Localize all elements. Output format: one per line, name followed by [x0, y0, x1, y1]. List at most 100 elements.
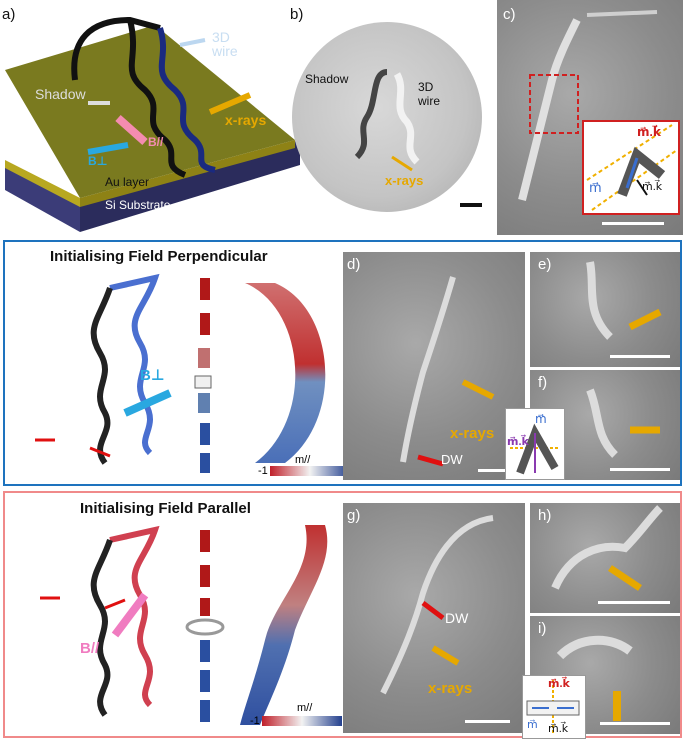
dw-arrow-g [421, 601, 445, 620]
wire-h [551, 505, 663, 591]
colorbar-title-par: m// [297, 702, 313, 714]
panel-letter-d: d) [347, 256, 361, 273]
micrograph-e [530, 252, 680, 367]
mk-arrow-c [636, 179, 648, 196]
scalebar-d [478, 469, 518, 472]
helix-c [518, 10, 658, 201]
zoom-box-c [529, 74, 579, 134]
panel-b: b) Shadow 3D wire x-rays [290, 0, 500, 235]
wire-shadow-path [71, 16, 187, 178]
wire-contrast-f [586, 388, 618, 458]
xray-dash-2 [591, 149, 678, 211]
wire-i [556, 635, 633, 721]
wire-contrast-i [556, 635, 633, 660]
panel-letter-f: f) [538, 374, 548, 391]
wire-contrast-g [380, 515, 494, 695]
perp-wire-blue [109, 273, 160, 456]
label-b-par: B// [80, 640, 100, 657]
label-mk-i-bottom: m⃗.k⃗ [548, 723, 569, 735]
xray-arrow-h [608, 565, 642, 591]
scalebar-f [610, 468, 670, 471]
label-b-perp: B⊥ [140, 367, 165, 384]
label-xrays-g: x-rays [428, 680, 473, 697]
label-mk-f: m⃗.k⃗ [507, 436, 529, 448]
panel-letter-e: e) [538, 256, 552, 273]
panel-letter-a: a) [2, 6, 16, 23]
red-pointer-right [89, 446, 111, 458]
title-perpendicular: Initialising Field Perpendicular [50, 248, 268, 265]
wire-segment-i [526, 700, 580, 716]
wire-e [586, 261, 662, 340]
wire-contrast-e [586, 261, 613, 340]
red-pointer-right-par [104, 598, 126, 610]
label-si-substrate: Si Substrate [105, 198, 171, 212]
label-m-f: m⃗ [535, 412, 547, 426]
wire-g [380, 515, 494, 695]
label-dw-g: DW [445, 610, 469, 626]
label-xrays-d: x-rays [450, 425, 495, 442]
inset-i-diagram [526, 680, 580, 733]
xray-arrow-a [208, 92, 252, 115]
panel-a: a) 3D wire Shadow x-rays B⊥ B// Au layer… [0, 0, 300, 235]
par-field-map [240, 525, 328, 725]
panel-letter-g: g) [347, 507, 361, 524]
label-au-layer: Au layer [105, 175, 150, 189]
colorbar-min-perp: -1 [258, 465, 268, 477]
label-3d-wire: 3D wire [212, 29, 238, 59]
scalebar-c [602, 222, 664, 225]
micrograph-d [343, 252, 525, 480]
panel-letter-b: b) [290, 6, 304, 23]
perp-wire-black [90, 287, 113, 465]
b-par-arrow-a [115, 115, 148, 145]
micrograph-h [530, 503, 680, 613]
au-side-right [80, 140, 295, 207]
panel-c: c) m⃗.k⃗ m⃗ m⃗.k⃗ [497, 0, 683, 235]
wire-path-b [393, 72, 420, 165]
colorbar-min-par: -1 [250, 715, 260, 727]
micrograph-wire [354, 69, 420, 172]
circular-micrograph [292, 22, 482, 212]
inset-f-diagram [510, 423, 560, 475]
label-xrays-b: x-rays [385, 173, 424, 188]
wire-segment-c [617, 146, 666, 197]
panel-letter-i: i) [538, 620, 547, 637]
label-m-c: m⃗ [589, 180, 602, 195]
xray-arrow-g [431, 645, 460, 666]
perp-field-map [245, 283, 326, 463]
label-dw-d: DW [441, 452, 463, 467]
shadow-path-b [354, 69, 388, 160]
b-perp-arrow [123, 389, 172, 417]
b-par-arrow [111, 592, 149, 638]
wire-f [586, 388, 660, 458]
substrate-illustration [5, 16, 300, 232]
xray-arrow-d [461, 379, 495, 400]
spin-column-perp [194, 278, 212, 473]
wire-contrast-c [518, 18, 581, 201]
label-shadow-a: Shadow [35, 86, 86, 102]
dw-arrow-d [417, 454, 444, 467]
label-m-i: m⃗ [527, 719, 538, 731]
wire-top-c [586, 10, 658, 17]
xray-arrow-b [391, 155, 413, 172]
wire-pointer-arrow [179, 38, 206, 47]
wire-contrast-d [400, 276, 456, 463]
wire-contrast-h [551, 505, 663, 590]
scalebar-h [598, 601, 670, 604]
scalebar-e [610, 355, 670, 358]
colorbar-title-perp: m// [295, 454, 311, 466]
label-xrays-a: x-rays [225, 112, 267, 128]
wire-d [400, 276, 495, 467]
par-model [40, 525, 328, 725]
colorbar-par [262, 716, 342, 726]
title-parallel: Initialising Field Parallel [80, 500, 251, 517]
wire-3d-path [157, 27, 216, 173]
si-substrate-side [80, 140, 300, 232]
si-substrate-left [5, 165, 80, 232]
panel-letter-h: h) [538, 507, 552, 524]
label-mk-c2: m⃗.k⃗ [642, 181, 663, 193]
panel-letter-c: c) [503, 6, 516, 23]
spin-column-par [185, 530, 225, 722]
label-mk-i-top: m⃗.k⃗ [548, 678, 570, 690]
xray-dash-1 [586, 124, 673, 181]
label-b-perp-a: B⊥ [88, 154, 108, 168]
